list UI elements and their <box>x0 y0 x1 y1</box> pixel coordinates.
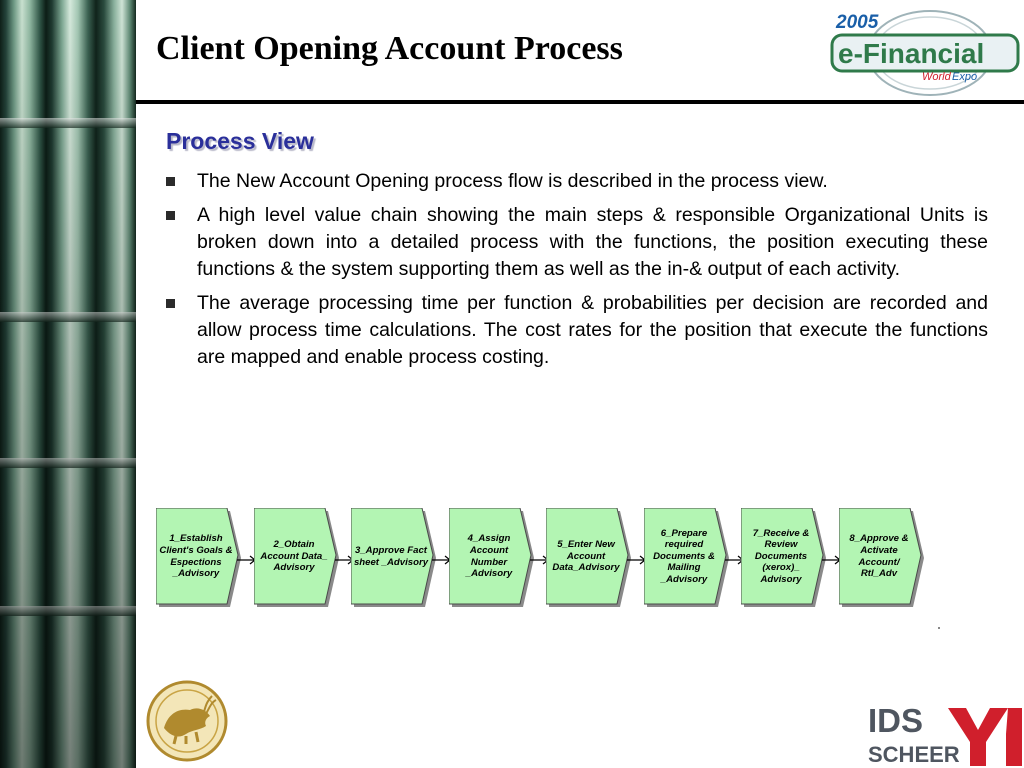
bullet-square-icon <box>166 177 175 186</box>
chevron-shape <box>546 508 631 607</box>
chevron-shape <box>449 508 534 607</box>
bullet-item: The average processing time per function… <box>166 290 988 371</box>
chevron-shape <box>644 508 729 607</box>
scheer-text: SCHEER <box>868 742 960 767</box>
process-step-label: 5_Enter New Account Data_Advisory <box>552 539 620 574</box>
process-step-5: 5_Enter New Account Data_Advisory <box>546 508 636 608</box>
bamboo-decoration <box>0 0 136 768</box>
slide-title: Client Opening Account Process <box>156 30 623 67</box>
process-step-label: 6_Prepare required Documents & Mailing _… <box>653 527 715 585</box>
bamboo-node <box>0 312 136 322</box>
ids-text: IDS <box>868 702 923 739</box>
bamboo-node <box>0 606 136 616</box>
process-step-4: 4_Assign Account Number _Advisory <box>449 508 539 608</box>
process-step-8: 8_Approve & Activate Account/ Rtl_Adv <box>839 508 929 608</box>
logo-name: e-Financial <box>838 38 984 69</box>
process-step-7: 7_Receive & Review Documents (xerox)_ Ad… <box>741 508 831 608</box>
logo-world: World <box>922 71 952 83</box>
process-step-3: 3_Approve Fact sheet _Advisory <box>351 508 441 608</box>
marker-dot <box>938 627 940 629</box>
process-step-2: 2_Obtain Account Data_ Advisory <box>254 508 344 608</box>
logo-year: 2005 <box>835 12 879 33</box>
process-step-label: 7_Receive & Review Documents (xerox)_ Ad… <box>752 527 810 585</box>
process-step-label: 4_Assign Account Number _Advisory <box>465 533 513 580</box>
process-step-label: 2_Obtain Account Data_ Advisory <box>260 539 328 574</box>
bullet-item: The New Account Opening process flow is … <box>166 168 988 195</box>
bullet-square-icon <box>166 211 175 220</box>
bamboo-node <box>0 458 136 468</box>
ids-scheer-logo: IDS SCHEER <box>868 702 1022 767</box>
logo-expo: Expo <box>952 71 977 83</box>
value-chain-diagram: 1_Establish Client's Goals & Espections … <box>156 508 936 610</box>
bullet-list: The New Account Opening process flow is … <box>166 168 988 378</box>
bullet-item: A high level value chain showing the mai… <box>166 202 988 283</box>
chevron-shape <box>839 508 924 607</box>
bull-medallion-logo <box>146 680 228 762</box>
chevron-shape <box>254 508 339 607</box>
chevron-shape <box>156 508 241 607</box>
process-step-1: 1_Establish Client's Goals & Espections … <box>156 508 246 608</box>
title-divider <box>136 100 1024 104</box>
chevron-shape <box>741 508 826 607</box>
process-step-label: 3_Approve Fact sheet _Advisory <box>353 544 429 568</box>
efinancial-expo-logo: 2005 e-Financial World Expo <box>830 10 1020 96</box>
bamboo-node <box>0 118 136 128</box>
chevron-shape <box>351 508 436 607</box>
process-step-6: 6_Prepare required Documents & Mailing _… <box>644 508 734 608</box>
process-step-label: 1_Establish Client's Goals & Espections … <box>159 533 233 580</box>
bullet-square-icon <box>166 299 175 308</box>
process-step-label: 8_Approve & Activate Account/ Rtl_Adv <box>849 533 909 580</box>
section-heading: Process View <box>166 128 314 154</box>
